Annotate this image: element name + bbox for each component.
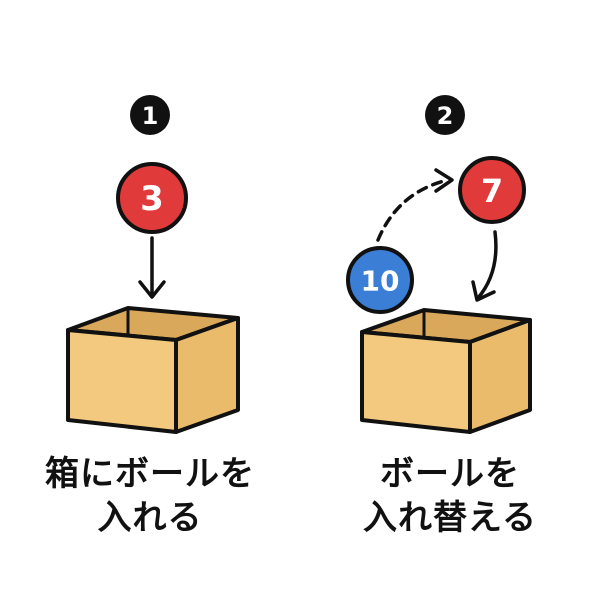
ball-10: 10 <box>346 246 414 314</box>
down-arrow-icon <box>138 236 166 299</box>
step-1-badge-circle <box>130 95 170 135</box>
step-2-caption: ボールを 入れ替える <box>320 452 580 540</box>
step-1-badge: 1 <box>130 95 170 135</box>
ball-3: 3 <box>116 162 188 234</box>
step-1-caption-line-2: 入れる <box>97 498 203 538</box>
box-2-icon <box>360 308 532 434</box>
step-2-caption-line-1: ボールを <box>380 454 520 494</box>
step-2-caption-line-2: 入れ替える <box>363 498 537 538</box>
box-1-icon <box>66 306 240 434</box>
step-2-badge: 2 <box>425 95 465 135</box>
ball-7-circle <box>458 156 526 224</box>
ball-3-label: 3 <box>140 179 164 219</box>
step-1-caption: 箱にボールを 入れる <box>20 452 280 540</box>
ball-3-circle <box>116 162 188 234</box>
ball-10-circle <box>346 246 414 314</box>
ball-7: 7 <box>458 156 526 224</box>
step-2-badge-circle <box>425 95 465 135</box>
ball-7-label: 7 <box>481 172 503 210</box>
step-1-number: 1 <box>142 102 159 130</box>
step-1-caption-line-1: 箱にボールを <box>45 454 255 494</box>
dashed-curve-arrow-icon <box>376 168 454 242</box>
step-2-number: 2 <box>437 102 454 130</box>
ball-10-label: 10 <box>361 265 400 298</box>
curve-down-arrow-icon <box>471 230 498 302</box>
